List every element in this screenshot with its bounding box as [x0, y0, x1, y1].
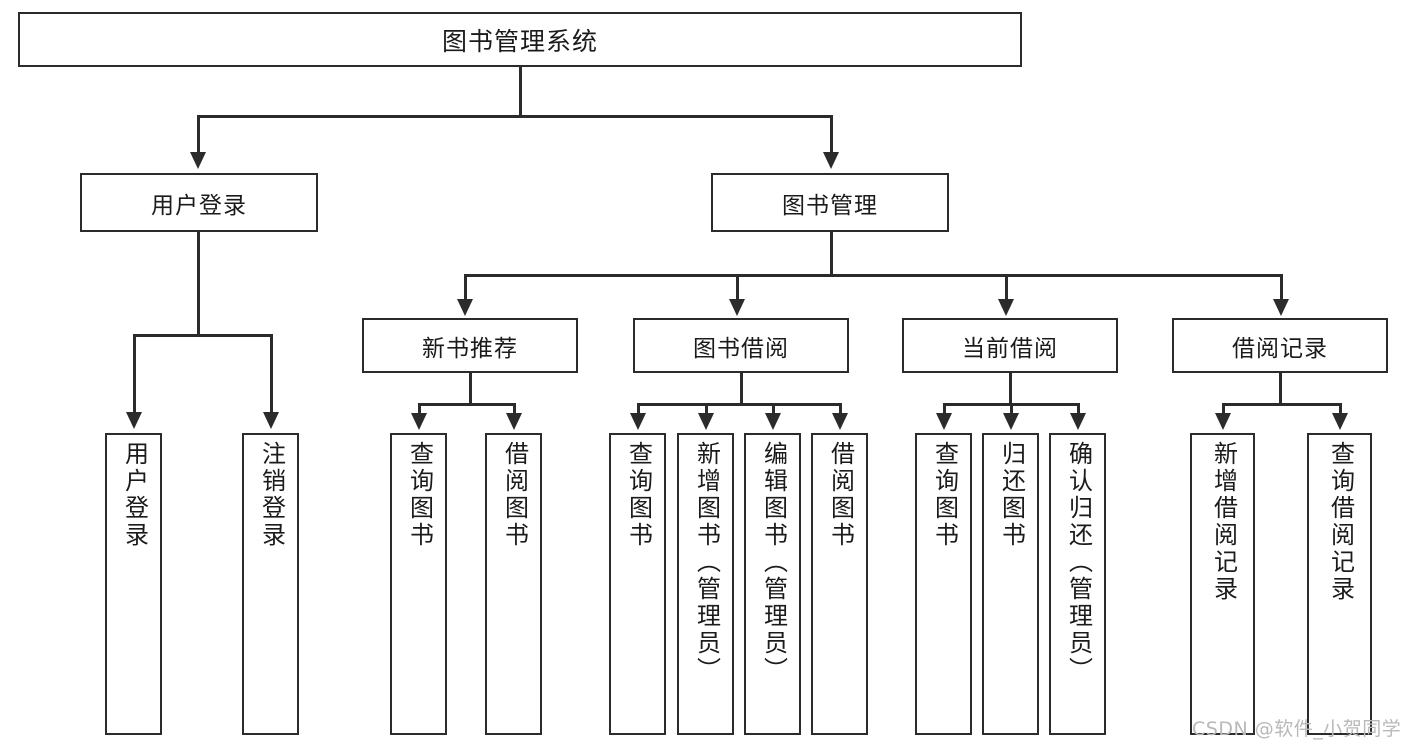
leaf-bb-borrow-book-label: 借阅图书	[826, 441, 855, 549]
connector-drop-current-borrow	[1005, 274, 1008, 301]
node-root-label: 图书管理系统	[441, 26, 598, 56]
connector-drop-bb-borrow	[839, 403, 842, 415]
arrowhead-bb-query	[630, 413, 646, 430]
arrowhead-leaf-user-login	[126, 412, 142, 429]
arrowhead-nb-borrow	[506, 413, 522, 430]
connector-drop-br-add	[1222, 403, 1225, 415]
connector-new-book-stem	[469, 373, 472, 405]
connector-new-book-bus	[418, 403, 516, 406]
leaf-user-login: 用户登录	[105, 433, 162, 735]
connector-drop-leaf-logout	[270, 334, 273, 414]
connector-level1-bus	[197, 115, 833, 118]
node-book-borrow-label: 图书借阅	[693, 335, 789, 362]
leaf-bb-query-book: 查询图书	[609, 433, 666, 735]
connector-user-login-stem	[197, 232, 200, 336]
leaf-bb-borrow-book: 借阅图书	[811, 433, 868, 735]
connector-root-stem	[519, 67, 522, 117]
connector-borrow-records-stem	[1279, 373, 1282, 405]
connector-drop-bb-add	[705, 403, 708, 415]
arrowhead-cb-query	[936, 413, 952, 430]
node-root: 图书管理系统	[18, 12, 1022, 67]
connector-drop-borrow-records	[1280, 274, 1283, 301]
leaf-br-query-record: 查询借阅记录	[1307, 433, 1372, 735]
connector-drop-bb-edit	[772, 403, 775, 415]
leaf-user-login-label: 用户登录	[120, 441, 149, 549]
arrowhead-cb-return	[1003, 413, 1019, 430]
leaf-logout-label: 注销登录	[257, 441, 286, 549]
connector-drop-new-book	[464, 274, 467, 301]
connector-drop-bb-query	[637, 403, 640, 415]
leaf-cb-confirm-return-label: 确认归还（管理员）	[1064, 441, 1093, 684]
node-current-borrow: 当前借阅	[902, 318, 1118, 373]
arrowhead-br-query	[1332, 413, 1348, 430]
leaf-bb-edit-book-label: 编辑图书（管理员）	[759, 441, 788, 684]
arrowhead-bb-borrow	[832, 413, 848, 430]
arrowhead-borrow-records	[1273, 299, 1289, 316]
leaf-cb-query-book-label: 查询图书	[930, 441, 959, 549]
arrowhead-bb-add	[698, 413, 714, 430]
node-new-book-recommend-label: 新书推荐	[422, 335, 518, 362]
node-book-management: 图书管理	[711, 173, 949, 232]
arrowhead-bb-edit	[765, 413, 781, 430]
node-user-login: 用户登录	[80, 173, 318, 232]
arrowhead-book-mgmt	[823, 152, 839, 169]
connector-drop-nb-borrow	[513, 403, 516, 415]
connector-drop-book-borrow	[736, 274, 739, 301]
arrowhead-nb-query	[411, 413, 427, 430]
connector-drop-br-query	[1339, 403, 1342, 415]
connector-drop-leaf-user-login	[133, 334, 136, 414]
connector-user-login-bus	[133, 334, 272, 337]
connector-level2-bus	[464, 274, 1282, 277]
leaf-bb-edit-book: 编辑图书（管理员）	[744, 433, 801, 735]
leaf-bb-add-book: 新增图书（管理员）	[677, 433, 734, 735]
connector-drop-cb-query	[943, 403, 946, 415]
leaf-cb-confirm-return: 确认归还（管理员）	[1049, 433, 1106, 735]
leaf-nb-query-book-label: 查询图书	[405, 441, 434, 549]
leaf-cb-return-book-label: 归还图书	[997, 441, 1026, 549]
arrowhead-user-login	[190, 152, 206, 169]
arrowhead-leaf-logout	[263, 412, 279, 429]
node-borrow-records: 借阅记录	[1172, 318, 1388, 373]
arrowhead-current-borrow	[998, 299, 1014, 316]
node-borrow-records-label: 借阅记录	[1232, 335, 1328, 362]
leaf-bb-add-book-label: 新增图书（管理员）	[692, 441, 721, 684]
arrowhead-book-borrow	[729, 299, 745, 316]
leaf-br-add-record: 新增借阅记录	[1190, 433, 1255, 735]
arrowhead-new-book	[457, 299, 473, 316]
connector-drop-cb-return	[1010, 403, 1013, 415]
node-book-borrow: 图书借阅	[633, 318, 849, 373]
connector-drop-nb-query	[418, 403, 421, 415]
arrowhead-br-add	[1215, 413, 1231, 430]
connector-current-borrow-stem	[1009, 373, 1012, 405]
csdn-watermark: CSDN @软件_小贺同学	[1192, 718, 1402, 740]
connector-book-borrow-stem	[740, 373, 743, 405]
connector-book-mgmt-stem	[830, 232, 833, 276]
node-user-login-label: 用户登录	[151, 192, 247, 219]
connector-book-borrow-bus	[637, 403, 841, 406]
connector-drop-user-login	[197, 115, 200, 155]
leaf-nb-borrow-book: 借阅图书	[485, 433, 542, 735]
leaf-cb-query-book: 查询图书	[915, 433, 972, 735]
leaf-nb-query-book: 查询图书	[390, 433, 447, 735]
connector-drop-book-mgmt	[830, 115, 833, 155]
leaf-cb-return-book: 归还图书	[982, 433, 1039, 735]
arrowhead-cb-confirm	[1070, 413, 1086, 430]
leaf-bb-query-book-label: 查询图书	[624, 441, 653, 549]
connector-borrow-records-bus	[1222, 403, 1342, 406]
node-current-borrow-label: 当前借阅	[962, 335, 1058, 362]
leaf-br-query-record-label: 查询借阅记录	[1326, 441, 1355, 603]
connector-drop-cb-confirm	[1077, 403, 1080, 415]
leaf-nb-borrow-book-label: 借阅图书	[500, 441, 529, 549]
node-new-book-recommend: 新书推荐	[362, 318, 578, 373]
leaf-logout: 注销登录	[242, 433, 299, 735]
node-book-management-label: 图书管理	[782, 192, 878, 219]
leaf-br-add-record-label: 新增借阅记录	[1209, 441, 1238, 603]
